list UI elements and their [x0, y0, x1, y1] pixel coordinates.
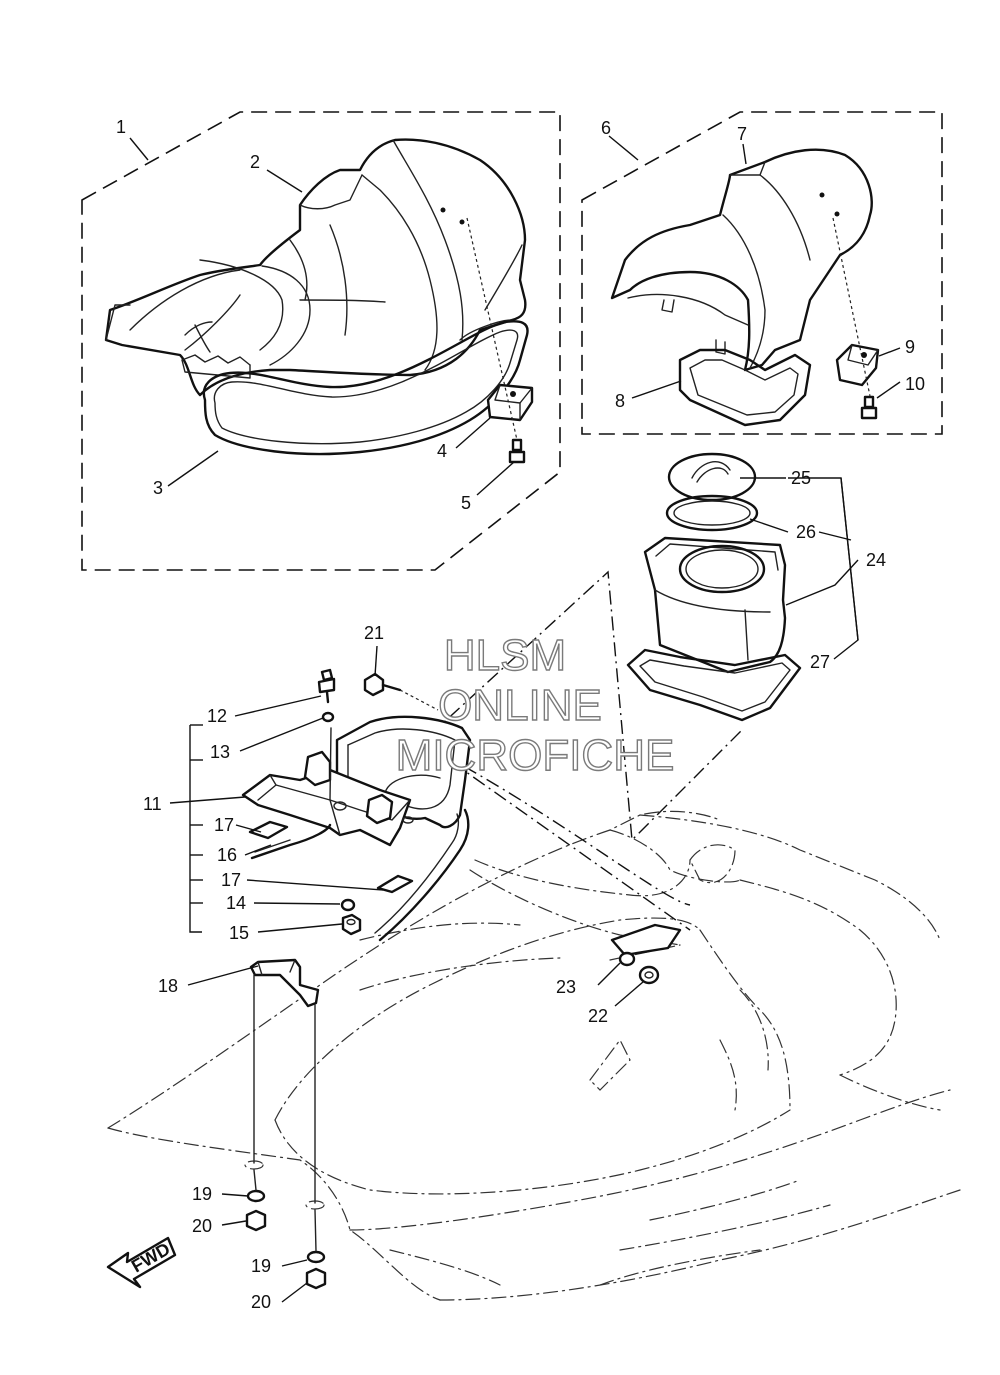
- nut-20-right: [305, 1267, 327, 1290]
- callout-21: 21: [364, 623, 384, 643]
- bin-gasket-27: [626, 648, 802, 722]
- screw-5: [508, 438, 526, 464]
- callout-2: 2: [250, 152, 260, 172]
- nut-20-left: [245, 1209, 267, 1232]
- callout-15: 15: [229, 923, 249, 943]
- watermark-line-3: MICROFICHE: [396, 731, 675, 780]
- callout-23: 23: [556, 977, 576, 997]
- screw-10: [860, 395, 878, 420]
- seat-bracket-4: [486, 383, 534, 422]
- fwd-arrow-icon: FWD: [106, 1236, 177, 1289]
- callout-10: 10: [905, 374, 925, 394]
- callout-22: 22: [588, 1006, 608, 1026]
- leader-lines: [129, 135, 901, 1303]
- callout-3: 3: [153, 478, 163, 498]
- weather-strip-16: [250, 808, 470, 942]
- washer-23: [618, 951, 636, 967]
- seat-gasket-front: [202, 320, 529, 456]
- seat-rear: [610, 148, 873, 372]
- group-box-1: [81, 111, 561, 571]
- pad-17-lower: [376, 874, 414, 894]
- watermark-line-1: HLSM: [444, 631, 566, 680]
- callout-6: 6: [601, 118, 611, 138]
- callout-9: 9: [905, 337, 915, 357]
- callout-17-lower: 17: [221, 870, 241, 890]
- latch-bracket-11: [241, 727, 414, 847]
- callout-25: 25: [791, 468, 811, 488]
- callout-13: 13: [210, 742, 230, 762]
- callout-4: 4: [437, 441, 447, 461]
- washer-14: [340, 898, 356, 912]
- fwd-label: FWD: [128, 1239, 173, 1277]
- pad-17-upper: [248, 820, 289, 840]
- callout-20-upper: 20: [192, 1216, 212, 1236]
- group-box-6: [581, 111, 943, 435]
- storage-bin: [643, 536, 787, 674]
- callout-20-lower: 20: [251, 1292, 271, 1312]
- callout-8: 8: [615, 391, 625, 411]
- callout-11: 11: [143, 794, 162, 814]
- o-ring-26: [665, 494, 759, 532]
- bracket-18: [249, 958, 320, 1008]
- callout-17-upper: 17: [214, 815, 234, 835]
- callout-19-upper: 19: [192, 1184, 212, 1204]
- washer-19-left: [246, 1189, 266, 1203]
- seat-front: [104, 138, 527, 397]
- callout-5: 5: [461, 493, 471, 513]
- callout-18: 18: [158, 976, 178, 996]
- washer-19-right: [306, 1250, 326, 1264]
- seat-gasket-rear: [678, 348, 812, 427]
- nut-22: [638, 965, 660, 985]
- pad-hull: [610, 923, 682, 957]
- storage-cap-25: [667, 452, 757, 502]
- bolt-12: [317, 668, 336, 704]
- callout-7: 7: [737, 124, 747, 144]
- callout-26: 26: [796, 522, 816, 542]
- callout-24: 24: [866, 550, 886, 570]
- nut-15: [341, 913, 362, 936]
- watermark-line-2: ONLINE: [438, 681, 602, 730]
- callout-12: 12: [207, 706, 227, 726]
- seat-bracket-9: [835, 343, 880, 387]
- callout-16: 16: [217, 845, 237, 865]
- callout-27: 27: [810, 652, 830, 672]
- callout-1: 1: [116, 117, 126, 137]
- callout-labels: 1 2 3 4 5 6 7 8 9 10 11 12 13 14 15 16 1…: [116, 117, 925, 1312]
- bolt-21: [363, 672, 402, 697]
- washer-13: [321, 711, 335, 723]
- watermark: HLSM ONLINE MICROFICHE: [395, 630, 675, 780]
- callout-19-lower: 19: [251, 1256, 271, 1276]
- callout-14: 14: [226, 893, 246, 913]
